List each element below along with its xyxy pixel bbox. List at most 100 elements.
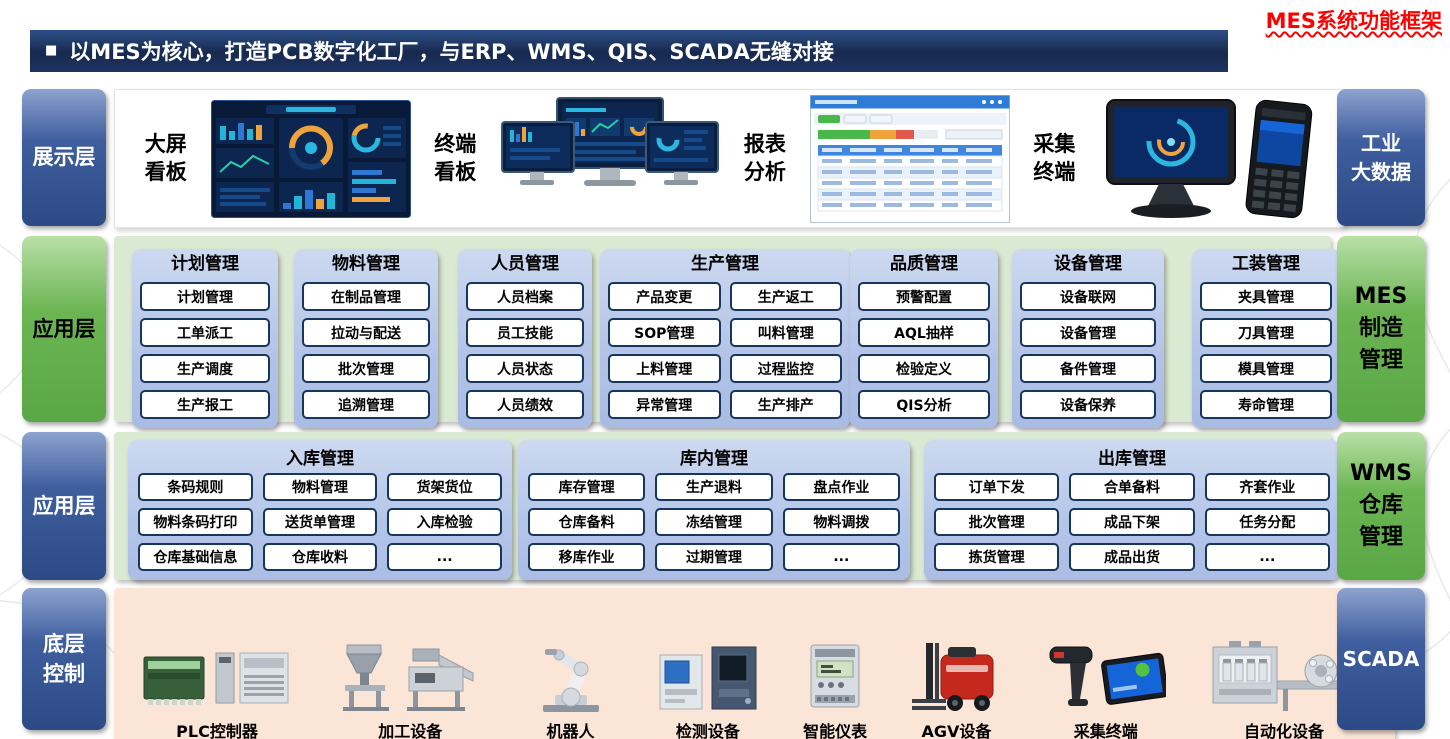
column-title: 工装管理: [1232, 254, 1300, 274]
module-box: 批次管理: [934, 508, 1060, 536]
module-box: 追溯管理: [302, 390, 430, 420]
module-box: 合单备料: [1069, 473, 1195, 501]
plc-controller-icon: [143, 652, 289, 705]
module-box: 在制品管理: [302, 282, 430, 312]
mes-column-plan: 计划管理 计划管理 工单派工 生产调度 生产报工: [132, 249, 278, 429]
module-box: 异常管理: [608, 390, 721, 420]
module-box: 叫料管理: [729, 318, 842, 348]
module-box: 生产返工: [729, 282, 842, 312]
group-title: 入库管理: [286, 449, 354, 469]
group-title: 出库管理: [1098, 449, 1166, 469]
module-box: 盘点作业: [782, 473, 900, 501]
caption-line: 终端: [434, 132, 477, 157]
module-box: 物料条码打印: [138, 508, 253, 536]
module-box: 移库作业: [528, 543, 646, 571]
module-box: 任务分配: [1204, 508, 1330, 536]
label-display-layer: 展示层: [22, 89, 106, 226]
module-box: SOP管理: [608, 318, 721, 348]
big-screen-dashboard-image: [210, 99, 411, 218]
label-line: 制造: [1358, 316, 1403, 342]
module-box: 生产退料: [655, 473, 773, 501]
module-box: 订单下发: [934, 473, 1060, 501]
column-title: 人员管理: [491, 254, 559, 274]
module-box: 检验定义: [858, 354, 990, 384]
label-line: WMS: [1349, 461, 1412, 487]
label-scada: SCADA: [1337, 588, 1425, 730]
caption-line: 终端: [1033, 159, 1076, 184]
module-box: 过期管理: [655, 543, 773, 571]
mes-column-tooling: 工装管理 夹具管理 刀具管理 模具管理 寿命管理: [1192, 249, 1340, 429]
device-label: PLC控制器: [176, 722, 258, 739]
module-box: 生产报工: [140, 390, 270, 420]
column-title: 设备管理: [1054, 254, 1122, 274]
module-box: 工单派工: [140, 318, 270, 348]
mes-column-material: 物料管理 在制品管理 拉动与配送 批次管理 追溯管理: [294, 249, 438, 429]
group-title: 库内管理: [680, 449, 748, 469]
module-box: 预警配置: [858, 282, 990, 312]
device-smart-meter: 智能仪表: [803, 643, 867, 739]
wms-group-inbound: 入库管理 条码规则 物料管理 货架货位 物料条码打印 送货单管理 入库检验 仓库…: [128, 440, 512, 580]
automation-equipment-icon: [1212, 641, 1356, 711]
wms-group-inventory: 库内管理 库存管理 生产退料 盘点作业 仓库备料 冻结管理 物料调拨 移库作业 …: [518, 440, 910, 580]
module-box: 人员绩效: [466, 390, 584, 420]
module-box: 过程监控: [729, 354, 842, 384]
module-box: 拣货管理: [934, 543, 1060, 571]
device-label: 机器人: [546, 722, 595, 739]
device-label: 加工设备: [378, 722, 443, 739]
square-bullet-icon: ■: [45, 42, 58, 58]
device-machining: 加工设备: [335, 643, 485, 739]
device-collection-terminal: 采集终端: [1046, 641, 1166, 739]
device-agv: AGV设备: [910, 641, 1002, 739]
label-application-layer-mes: 应用层: [22, 236, 106, 422]
module-box: 员工技能: [466, 318, 584, 348]
caption-line: 采集: [1033, 132, 1076, 157]
column-title: 物料管理: [332, 254, 400, 274]
module-box: 备件管理: [1020, 354, 1156, 384]
module-box: 成品下架: [1069, 508, 1195, 536]
module-box: 人员状态: [466, 354, 584, 384]
module-box: 上料管理: [608, 354, 721, 384]
label-line: MES: [1354, 284, 1408, 310]
label-application-layer-wms: 应用层: [22, 432, 106, 580]
device-plc: PLC控制器: [142, 649, 292, 739]
mes-column-equipment: 设备管理 设备联网 设备管理 备件管理 设备保养: [1012, 249, 1164, 429]
module-box: QIS分析: [858, 390, 990, 420]
production-grid: 产品变更 生产返工 SOP管理 叫料管理 上料管理 过程监控 异常管理 生产排产: [608, 282, 842, 420]
smart-meter-icon: [810, 644, 860, 708]
caption-line: 看板: [144, 159, 187, 184]
label-line: 应用层: [32, 493, 96, 518]
header-text: 以MES为核心，打造PCB数字化工厂，与ERP、WMS、QIS、SCADA无缝对…: [69, 40, 834, 64]
module-box: 物料调拨: [782, 508, 900, 536]
label-line: 管理: [1358, 524, 1403, 550]
module-box: 产品变更: [608, 282, 721, 312]
inspection-equipment-icon: [659, 646, 757, 710]
mes-column-quality: 品质管理 预警配置 AQL抽样 检验定义 QIS分析: [850, 249, 998, 429]
terminal-monitors-image: [501, 97, 720, 186]
caption-line: 看板: [434, 159, 477, 184]
wms-group-outbound: 出库管理 订单下发 合单备料 齐套作业 批次管理 成品下架 任务分配 拣货管理 …: [924, 440, 1340, 580]
label-line: 大数据: [1351, 159, 1411, 184]
module-box: 设备保养: [1020, 390, 1156, 420]
page-title: MES系统功能框架: [1265, 9, 1442, 33]
module-box: AQL抽样: [858, 318, 990, 348]
agv-forklift-icon: [912, 643, 994, 711]
mes-column-personnel: 人员管理 人员档案 员工技能 人员状态 人员绩效: [458, 249, 592, 429]
module-box: 仓库收料: [262, 543, 378, 571]
module-box: 入库检验: [387, 508, 502, 536]
barcode-scanner-tablet-icon: [1049, 646, 1166, 706]
group-grid: 库存管理 生产退料 盘点作业 仓库备料 冻结管理 物料调拨 移库作业 过期管理 …: [528, 473, 900, 571]
device-label: 智能仪表: [803, 722, 868, 739]
device-automation: 自动化设备: [1209, 641, 1359, 739]
device-label: AGV设备: [921, 722, 992, 739]
module-box: 库存管理: [528, 473, 646, 501]
module-box: ...: [387, 543, 502, 571]
machining-equipment-icon: [343, 644, 474, 711]
group-grid: 条码规则 物料管理 货架货位 物料条码打印 送货单管理 入库检验 仓库基础信息 …: [138, 473, 502, 571]
module-box: 夹具管理: [1200, 282, 1332, 312]
collection-terminal-image: [1106, 99, 1313, 219]
module-box: 条码规则: [138, 473, 253, 501]
label-line: 仓库: [1358, 493, 1403, 519]
label-line: 底层: [43, 631, 85, 656]
module-box: 生产调度: [140, 354, 270, 384]
